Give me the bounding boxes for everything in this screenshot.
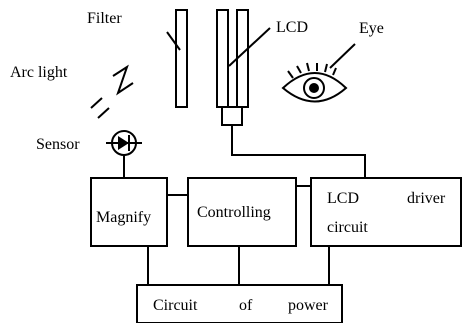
lcd-label: LCD [276, 19, 308, 36]
filter-leader [166, 31, 181, 51]
lcd-driver-label-lcd: LCD [327, 190, 359, 207]
power-label-power: power [288, 297, 329, 314]
light-ray-1 [90, 97, 103, 109]
lcd-to-driver-wire [231, 125, 366, 178]
light-ray-2 [97, 107, 110, 119]
lcd-plate-right [236, 9, 249, 108]
lcd-leader [228, 27, 271, 67]
eye-icon [281, 62, 348, 103]
magnify-box [90, 177, 168, 247]
lcd-connector [221, 106, 243, 126]
power-label-of: of [239, 297, 253, 314]
lcd-plate-left [216, 9, 229, 108]
filter-plate [175, 9, 188, 108]
lightning-zigzag-icon [112, 64, 134, 96]
eye-leader [329, 43, 356, 69]
sensor-label: Sensor [36, 136, 80, 153]
lcd-driver-label-driver: driver [407, 190, 446, 207]
power-label-circuit: Circuit [153, 297, 198, 314]
controlling-label: Controlling [197, 204, 271, 221]
photodiode-icon [106, 130, 142, 156]
magnify-label: Magnify [96, 209, 151, 226]
controlling-box [187, 177, 297, 247]
lcd-driver-box [310, 177, 462, 247]
lcd-driver-label-circuit: circuit [327, 219, 368, 236]
arc-light-label: Arc light [10, 64, 68, 81]
eye-label: Eye [359, 20, 384, 37]
filter-label: Filter [87, 10, 122, 27]
